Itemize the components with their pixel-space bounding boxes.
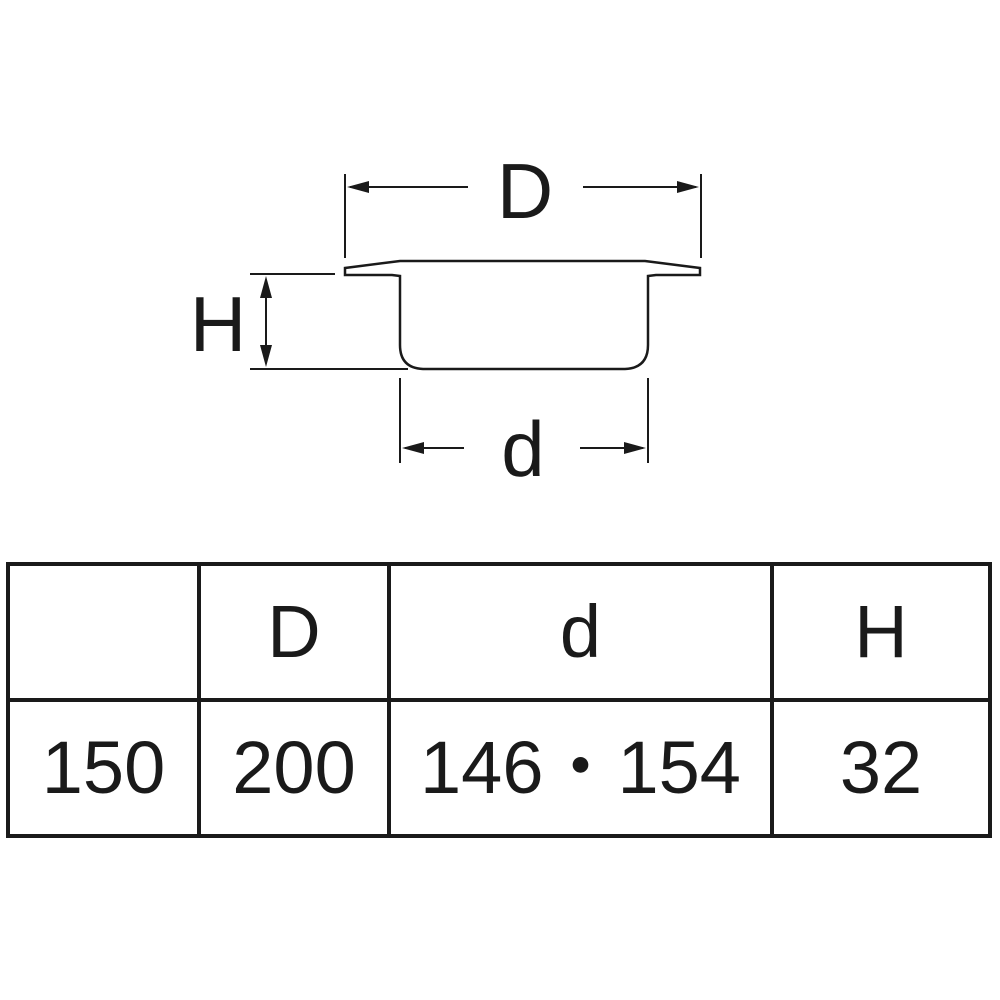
dim-inner-label: d (501, 405, 544, 493)
table-cell-H: 32 (770, 698, 992, 838)
dimension-drawing: D H d (190, 147, 702, 493)
arrowhead-left (402, 442, 424, 454)
spec-table: D d H 150 200 146・154 32 (6, 562, 992, 838)
dim-outer-label: D (497, 147, 553, 235)
arrowhead-top (260, 276, 272, 298)
table-row: 150 200 146・154 32 (6, 698, 992, 838)
arrowhead-left (347, 181, 369, 193)
arrowhead-right (624, 442, 646, 454)
table-cell-size: 150 (6, 698, 201, 838)
table-cell-d: 146・154 (387, 698, 774, 838)
table-header-cell-D: D (197, 562, 391, 702)
dim-height-label: H (190, 280, 246, 368)
dimension-D (344, 174, 702, 258)
arrowhead-bottom (260, 345, 272, 367)
dimension-d (399, 378, 649, 463)
table-header-cell-H: H (770, 562, 992, 702)
drain-cover-outline (343, 259, 702, 371)
table-cell-D: 200 (197, 698, 391, 838)
dimension-H (250, 273, 408, 370)
table-header-row: D d H (6, 562, 992, 702)
table-header-cell-empty (6, 562, 201, 702)
arrowhead-right (677, 181, 699, 193)
table-header-cell-d: d (387, 562, 774, 702)
